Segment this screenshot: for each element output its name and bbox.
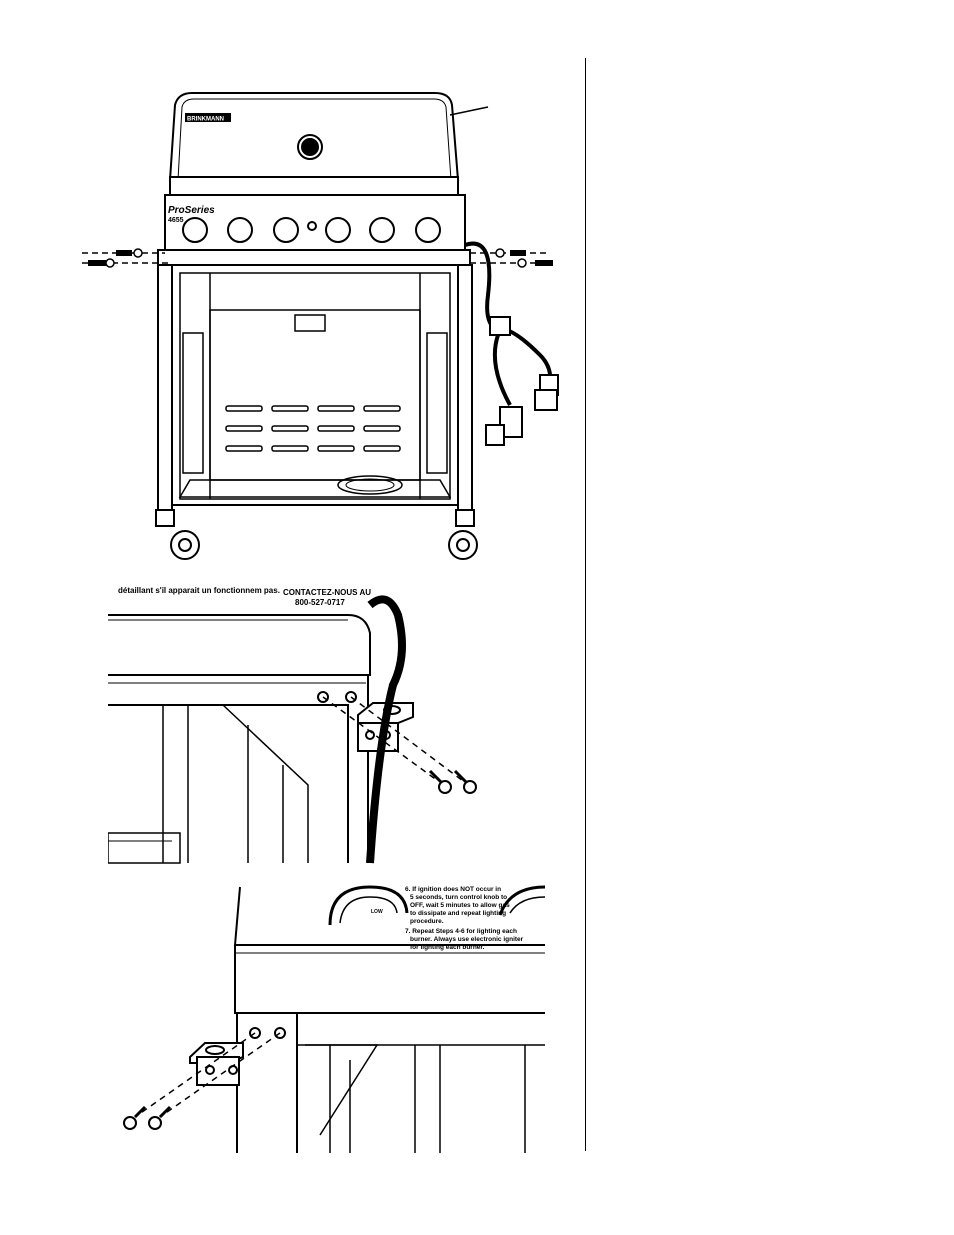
instruction-line-3: OFF, wait 5 minutes to allow gas	[410, 902, 510, 909]
instruction-line-2: 5 seconds, turn control knob to	[410, 894, 507, 901]
instruction-line-6: 7. Repeat Steps 4-6 for lighting each	[405, 928, 517, 935]
instruction-line-7: burner. Always use electronic igniter	[410, 936, 524, 943]
grill-assembly-figure: BRINKMANN ProSeries 4655	[70, 85, 580, 565]
column-divider	[585, 58, 586, 1151]
brand-plate	[185, 113, 231, 122]
instruction-line-8: for lighting each burner.	[410, 944, 485, 951]
left-bracket-illustration: 6. If ignition does NOT occur in 5 secon…	[123, 885, 546, 1153]
left-bracket-detail-figure: 6. If ignition does NOT occur in 5 secon…	[115, 885, 550, 1153]
phone-text: 800-527-0717	[295, 598, 345, 607]
detail-partial-text: détaillant s'il apparait un fonctionnem …	[118, 586, 280, 595]
right-bracket-detail-figure: détaillant s'il apparait un fonctionnem …	[108, 585, 548, 867]
instruction-line-4: to dissipate and repeat lighting	[410, 910, 506, 917]
instruction-line-1: 6. If ignition does NOT occur in	[405, 886, 501, 893]
brand-text: BRINKMANN	[187, 117, 224, 123]
model-number-text: 4655	[168, 217, 184, 224]
contact-text: CONTACTEZ-NOUS AU	[283, 588, 371, 597]
grill-illustration: BRINKMANN ProSeries 4655	[82, 92, 559, 560]
model-word-text: ProSeries	[168, 205, 215, 216]
knob-low-label: LOW	[371, 909, 383, 915]
instruction-line-5: procedure.	[410, 918, 444, 925]
right-bracket-illustration: détaillant s'il apparait un fonctionnem …	[108, 586, 477, 864]
